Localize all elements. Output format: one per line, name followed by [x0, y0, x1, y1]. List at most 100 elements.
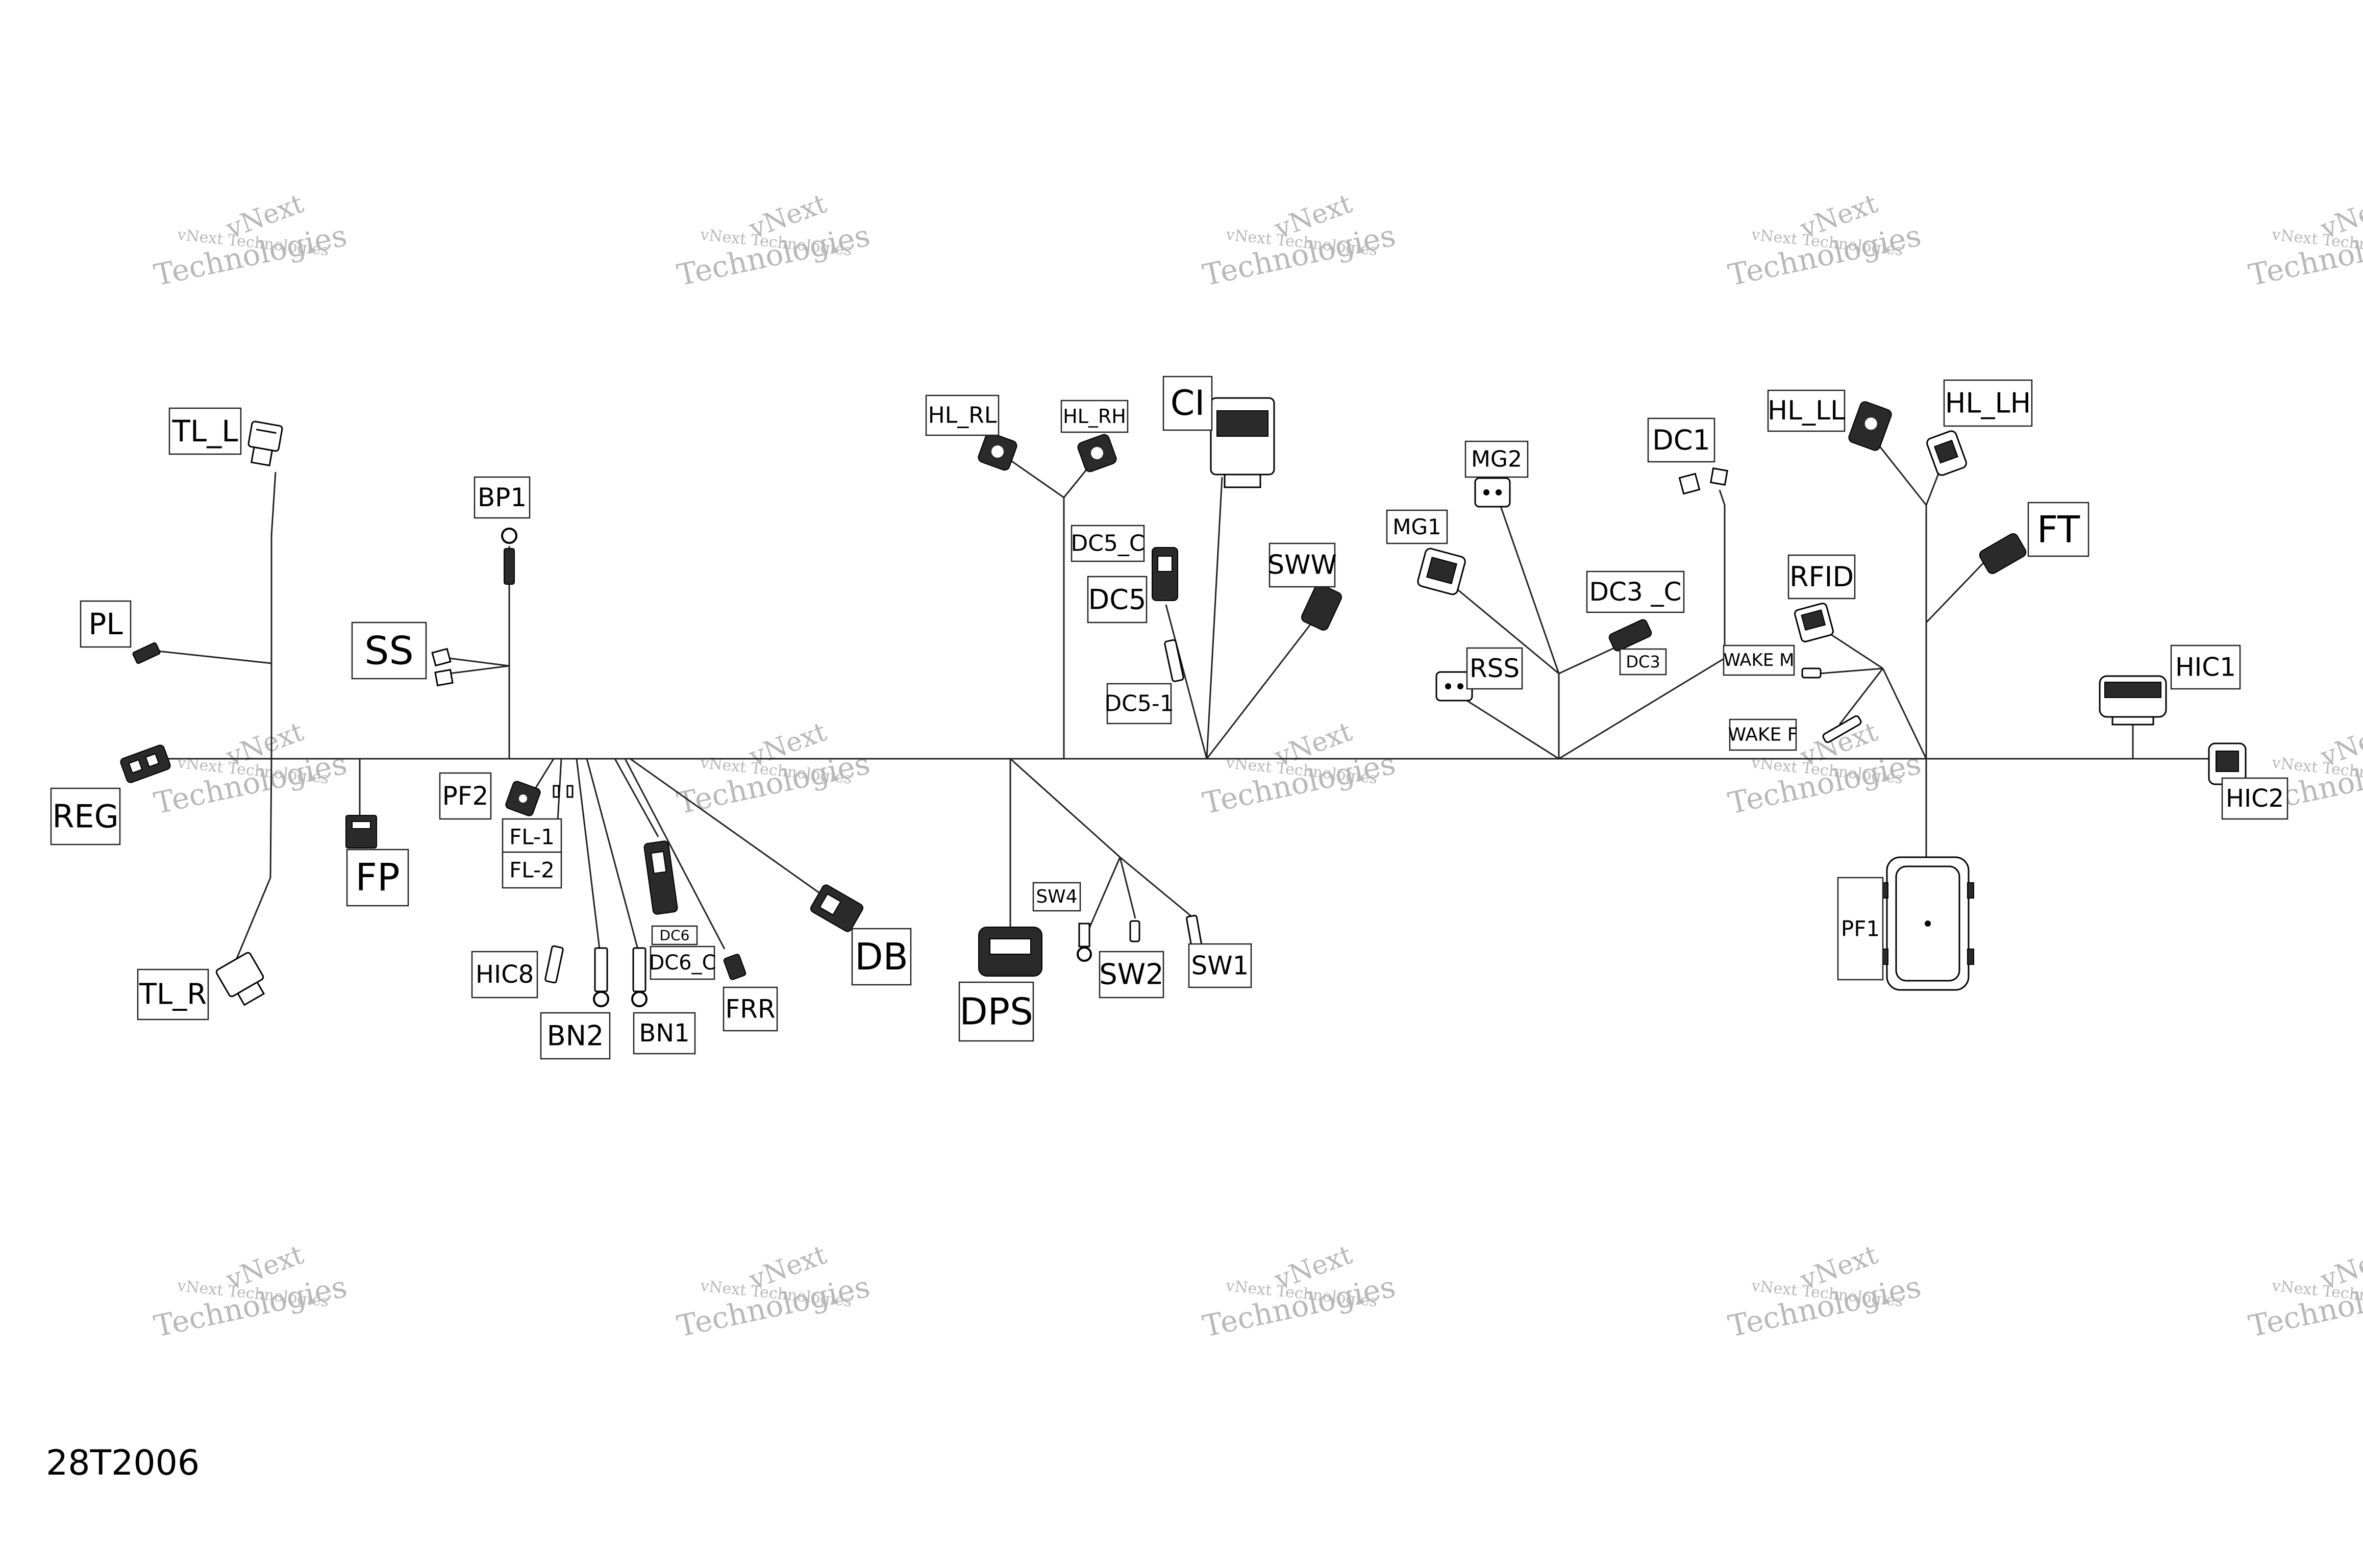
label-fl1: FL-1	[502, 818, 562, 856]
label-box-tl-r	[137, 968, 209, 1021]
harness-wires	[153, 443, 2209, 970]
label-box-pl	[80, 600, 132, 648]
ss-branch-wire-b	[449, 665, 510, 675]
label-sw4: SW4	[1032, 882, 1081, 912]
label-text-pl: PL	[88, 607, 122, 641]
label-text-hl-rl: HL_RL	[928, 403, 997, 429]
label-fp: FP	[346, 849, 409, 907]
rss-wire	[1464, 698, 1559, 760]
sw1-wire	[1120, 856, 1195, 919]
label-box-ft	[2027, 502, 2090, 557]
label-pf1: PF1	[1837, 877, 1884, 981]
label-text-hic1: HIC1	[2175, 653, 2236, 682]
bn1-ring-terminal-icon	[631, 947, 648, 1007]
label-box-reg	[50, 787, 121, 845]
label-box-pf1	[1837, 877, 1884, 981]
label-box-dc3-c	[1586, 570, 1685, 613]
label-box-dc5-1	[1106, 683, 1172, 725]
label-hic1: HIC1	[2170, 644, 2241, 690]
hic1-connector-icon	[2099, 675, 2167, 726]
mg2-connector-icon	[1474, 477, 1511, 508]
db-branch-wire	[630, 758, 827, 899]
frr-branch-wire	[624, 758, 726, 950]
label-text-bp1: BP1	[478, 483, 527, 512]
label-bn2: BN2	[540, 1012, 611, 1060]
mg2-wire	[1497, 497, 1560, 674]
label-text-fl1: FL-1	[509, 825, 555, 850]
label-text-ft: FT	[2037, 508, 2080, 551]
label-dps: DPS	[958, 981, 1034, 1042]
dc3-connector-icon	[1608, 619, 1652, 652]
wake-m-terminal-icon	[1801, 667, 1822, 679]
sw1-terminal-icon	[1186, 914, 1202, 948]
dc5-connector-icon	[1152, 547, 1178, 601]
label-rss: RSS	[1466, 647, 1523, 690]
label-dc5-c: DC5_C	[1071, 525, 1145, 562]
label-wake-f: WAKE F	[1728, 718, 1798, 751]
label-text-ss: SS	[364, 628, 413, 674]
bp1-ring-terminal-icon	[501, 528, 517, 585]
tl-branch-wire	[231, 471, 277, 970]
label-text-dc5: DC5	[1088, 584, 1147, 616]
ss-branch-wire-a	[449, 657, 510, 667]
label-text-bn2: BN2	[547, 1020, 604, 1052]
label-dc3: DC3	[1619, 648, 1667, 676]
label-hic8: HIC8	[471, 951, 538, 999]
drawing-number: 28T2006	[46, 1443, 200, 1483]
dc6-connector-icon	[643, 840, 678, 915]
label-text-sw1: SW1	[1191, 951, 1249, 981]
hl-rl-wire	[1005, 456, 1064, 499]
hl-lh-connector-icon	[1926, 430, 1967, 476]
label-bp1: BP1	[474, 476, 531, 519]
label-text-sw4: SW4	[1036, 886, 1077, 907]
label-hic2: HIC2	[2221, 777, 2289, 820]
label-mg1: MG1	[1386, 509, 1448, 544]
label-text-rss: RSS	[1470, 654, 1520, 683]
fp-connector-icon	[345, 815, 377, 849]
label-wake-m: WAKE M	[1723, 644, 1795, 676]
label-text-dc6-c: DC6_C	[649, 951, 716, 975]
ft-connector-icon	[1979, 533, 2027, 574]
bn1-branch-wire	[586, 758, 639, 950]
db-connector-icon	[810, 884, 864, 932]
label-tl-r: TL_R	[137, 968, 209, 1021]
label-ft: FT	[2027, 502, 2090, 557]
fl2-terminal-icon	[566, 785, 574, 798]
label-dc5-1: DC5-1	[1104, 683, 1174, 725]
label-box-rss	[1466, 647, 1523, 690]
label-text-rfid: RFID	[1789, 561, 1854, 593]
label-box-pf2	[439, 772, 492, 820]
label-box-wake-m	[1723, 644, 1795, 676]
hl-rl-connector-icon	[978, 432, 1017, 471]
label-reg: REG	[50, 787, 121, 845]
label-tl-l: TL_L	[168, 407, 242, 455]
rss-connector-icon	[1435, 671, 1473, 702]
dc1-wire	[1558, 489, 1726, 760]
hl-ll-wire	[1877, 443, 1927, 506]
label-text-ci: CI	[1171, 383, 1205, 424]
label-sw2: SW2	[1099, 951, 1164, 999]
label-db: DB	[851, 928, 912, 986]
label-ci: CI	[1162, 376, 1213, 431]
label-box-mg2	[1464, 440, 1529, 478]
label-box-hic1	[2170, 644, 2241, 690]
label-text-dc3: DC3	[1626, 652, 1660, 671]
label-mg2: MG2	[1464, 440, 1529, 478]
dc5-1-terminal-icon	[1164, 639, 1184, 682]
wakef-wire	[1838, 668, 1884, 725]
label-box-bn2	[540, 1012, 611, 1060]
label-ss: SS	[351, 621, 427, 680]
label-text-sw2: SW2	[1099, 958, 1164, 991]
sww-connector-icon	[1301, 584, 1342, 631]
label-bn1: BN1	[633, 1012, 696, 1055]
pl-branch-wire	[153, 650, 272, 664]
rfid-wakem-wire	[1882, 668, 1927, 759]
